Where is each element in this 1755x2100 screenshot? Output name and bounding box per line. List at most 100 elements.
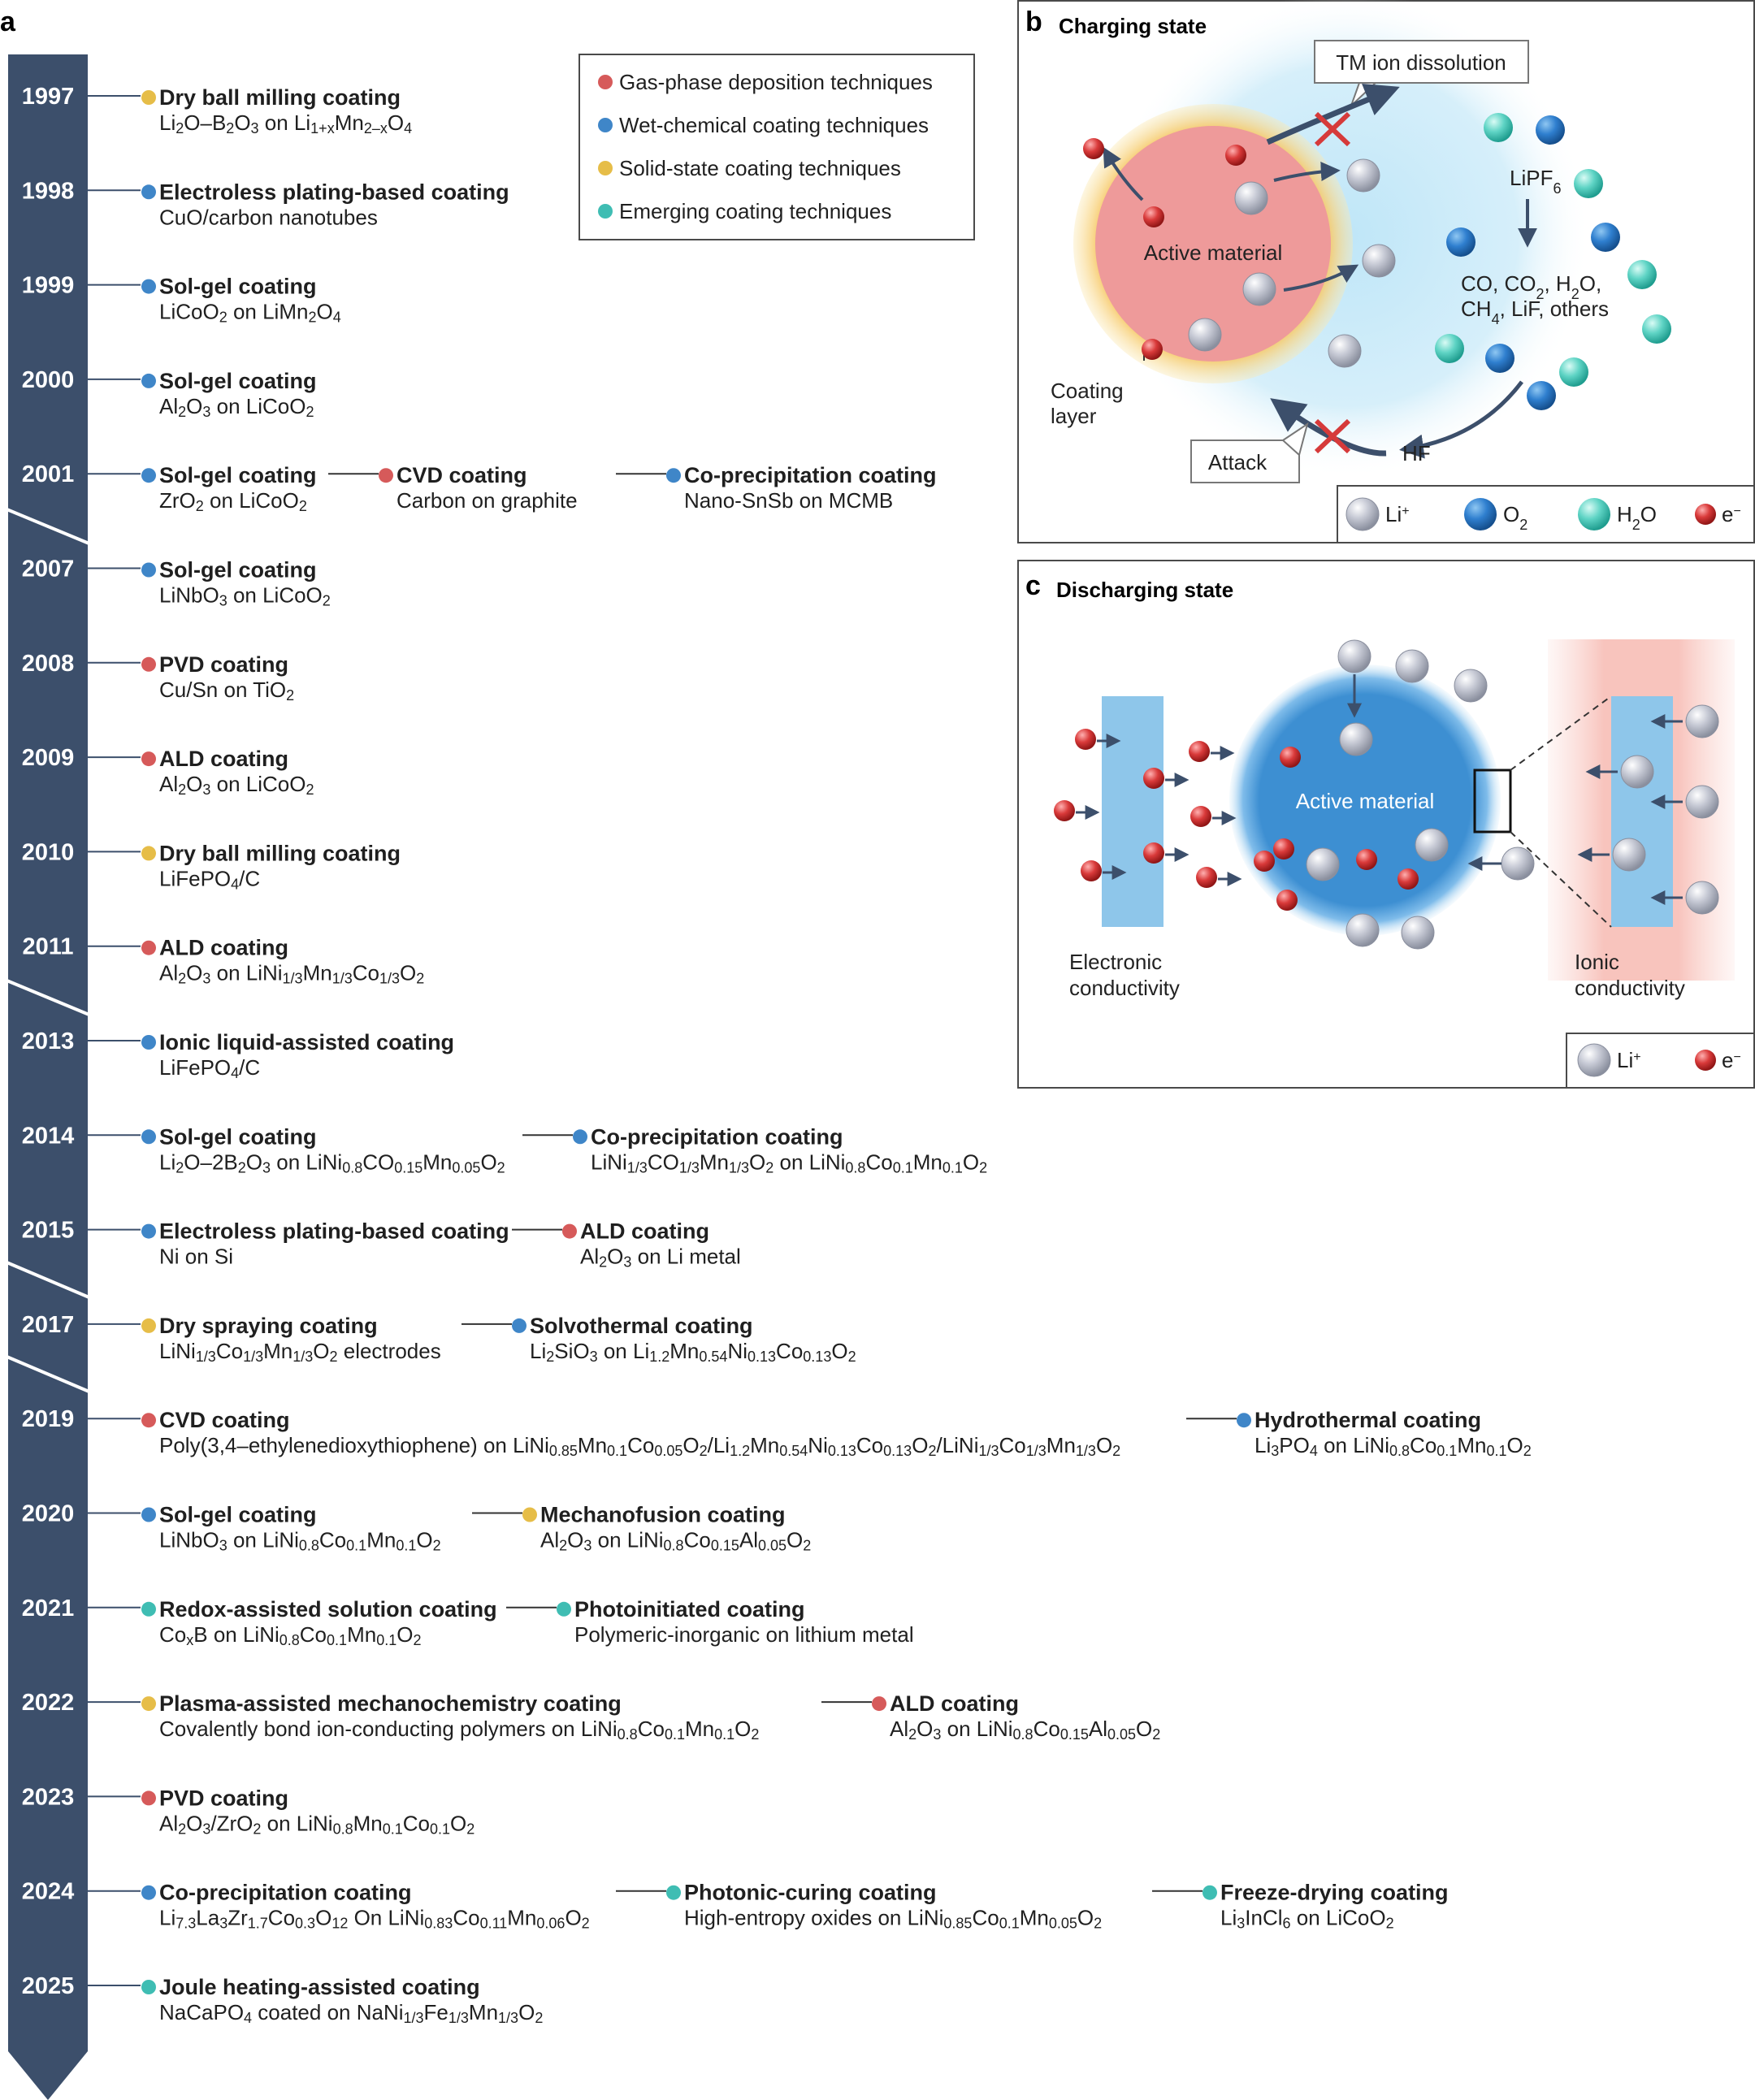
electron-icon [1190, 806, 1211, 827]
electron-icon [1081, 860, 1102, 881]
wet-chemical-dot [141, 1223, 156, 1239]
solid-state-dot [141, 90, 156, 105]
li-ion-icon [1346, 913, 1380, 947]
year-label: 2015 [22, 1218, 75, 1244]
coating-label-1: Coating [1051, 379, 1124, 403]
year-label: 2000 [22, 367, 75, 393]
technique-detail: Li2O–2B2O3 on LiNi0.8CO0.15Mn0.05O2 [159, 1150, 505, 1176]
electron-icon [1280, 747, 1301, 768]
wet-chemical-dot [141, 1507, 156, 1522]
electron-icon [1142, 339, 1163, 360]
technique-detail: Poly(3,4–ethylenedioxythiophene) on LiNi… [159, 1433, 1120, 1459]
technique-detail: Al2O3 on LiNi0.8Co0.15Al0.05O2 [890, 1717, 1160, 1743]
technique-title: Photonic-curing coating [684, 1881, 937, 1905]
technique-title: Mechanofusion coating [540, 1503, 786, 1527]
ionic-conductor [1611, 696, 1673, 927]
technique-title: CVD coating [396, 463, 527, 487]
year-label: 1997 [22, 84, 75, 110]
technique-detail: Ni on Si [159, 1245, 233, 1269]
technique-detail: LiNi1/3Co1/3Mn1/3O2 electrodes [159, 1339, 441, 1365]
oxygen-icon [1591, 223, 1620, 252]
li-ion-icon [1188, 318, 1222, 352]
technique-detail: Al2O3 on Li metal [580, 1245, 741, 1271]
gas-phase-dot [141, 656, 156, 672]
technique-detail: LiFePO4/C [159, 1055, 260, 1081]
electron-icon [1276, 890, 1298, 911]
electron-icon [1075, 729, 1096, 750]
solid-state-dot [141, 1318, 156, 1333]
technique-title: Electroless plating-based coating [159, 1219, 509, 1244]
oxygen-icon [1446, 227, 1476, 257]
active-material-particle [1095, 126, 1331, 362]
year-label: 2024 [22, 1879, 75, 1905]
technique-title: Dry ball milling coating [159, 841, 401, 865]
wet-chemical-dot [141, 279, 156, 294]
wet-chemical-legend-dot [598, 118, 613, 132]
li-ion-icon [1620, 755, 1654, 789]
technique-detail: Li3PO4 on LiNi0.8Co0.1Mn0.1O2 [1254, 1433, 1532, 1459]
electron-icon [1695, 504, 1716, 525]
technique-title: Co-precipitation coating [684, 463, 937, 487]
electronic-label-1: Electronic [1069, 950, 1162, 974]
hf-formation-arrow [1399, 380, 1523, 459]
technique-title: Photoinitiated coating [574, 1597, 805, 1622]
technique-detail: Covalently bond ion-conducting polymers … [159, 1717, 759, 1743]
solid-state-dot [141, 1696, 156, 1712]
legend-label: Emerging coating techniques [619, 199, 891, 223]
technique-detail: NaCaPO4 coated on NaNi1/3Fe1/3Mn1/3O2 [159, 2000, 543, 2026]
li-ion-icon [1415, 828, 1449, 862]
wet-chemical-dot [512, 1318, 526, 1333]
timeline-breaks [4, 507, 92, 1394]
gas-phase-dot [872, 1696, 886, 1712]
technique-title: CVD coating [159, 1408, 290, 1432]
ionic-label-1: Ionic [1575, 950, 1619, 974]
year-label: 2020 [22, 1501, 75, 1527]
technique-title: Co-precipitation coating [159, 1881, 412, 1905]
technique-title: Sol-gel coating [159, 558, 317, 582]
legend-label: Solid-state coating techniques [619, 156, 901, 180]
wet-chemical-dot [141, 562, 156, 578]
year-label: 2001 [22, 461, 75, 487]
electron-icon [1196, 867, 1217, 888]
li-ion-icon [1454, 669, 1488, 703]
technique-detail: Al2O3 on LiNi1/3Mn1/3Co1/3O2 [159, 961, 424, 987]
year-label: 2019 [22, 1406, 75, 1432]
year-label: 2021 [22, 1596, 75, 1622]
panel-c-discharging: c Discharging state Active material Elec… [1017, 560, 1755, 1089]
technique-legend: Gas-phase deposition techniquesWet-chemi… [578, 54, 975, 240]
technique-title: Dry spraying coating [159, 1314, 378, 1338]
wet-chemical-dot [141, 1035, 156, 1050]
technique-title: Sol-gel coating [159, 369, 317, 393]
li-ion-icon [1685, 704, 1719, 738]
technique-title: PVD coating [159, 652, 288, 677]
solid-state-legend-dot [598, 161, 613, 175]
gas-phase-dot [141, 1413, 156, 1428]
legend-label: Wet-chemical coating techniques [619, 113, 929, 137]
emerging-dot [666, 1885, 681, 1900]
active-material-label: Active material [1144, 240, 1283, 265]
li-ion-icon [1395, 649, 1429, 683]
li-ion-icon [1612, 838, 1646, 872]
technique-detail: LiCoO2 on LiMn2O4 [159, 300, 341, 326]
li-ion-icon [1337, 639, 1372, 673]
wet-chemical-dot [141, 184, 156, 200]
technique-detail: Polymeric-inorganic on lithium metal [574, 1622, 914, 1647]
technique-title: ALD coating [159, 747, 288, 771]
gas-phase-dot [141, 751, 156, 767]
wet-chemical-dot [666, 468, 681, 483]
electron-icon [1189, 741, 1210, 762]
oxygen-icon [1464, 498, 1497, 530]
li-ion-icon [1339, 722, 1373, 756]
electron-icon [1225, 145, 1246, 166]
technique-detail: LiFePO4/C [159, 866, 260, 892]
tm-dissolution-label: TM ion dissolution [1336, 50, 1506, 75]
year-label: 1999 [22, 273, 75, 299]
